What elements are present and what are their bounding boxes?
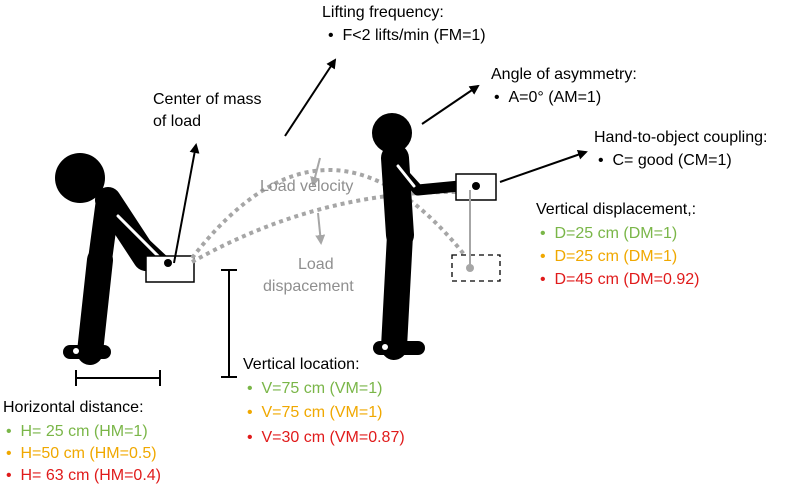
vertical-location-item: • V=30 cm (VM=0.87) [247,429,405,446]
bullet-icon: • [540,271,546,288]
bullet-icon: • [6,445,12,462]
coupling-arrow [499,149,588,183]
bullet-icon: • [6,467,12,484]
vertical-location-title: Vertical location: [243,356,360,373]
right-person-figure [372,113,476,360]
bullet-icon: • [540,248,546,265]
origin-load-box [451,254,501,282]
left-load-box [145,255,195,283]
horizontal-distance-bar [75,370,161,386]
lifting-frequency-arrow [284,58,337,137]
left-person-leg [77,247,113,365]
load-displacement-line2: dispacement [263,278,354,295]
horizontal-distance-item: • H= 25 cm (HM=1) [6,423,148,440]
right-person-head [372,113,412,153]
asymmetry-value: • A=0° (AM=1) [494,88,601,108]
left-person-figure [55,153,171,365]
left-person-head [55,153,105,203]
velocity-arrow [310,157,321,187]
load-arc-path [190,168,472,264]
lifting-frequency-value: • F<2 lifts/min (FM=1) [328,26,486,46]
horizontal-distance-title: Horizontal distance: [3,399,144,416]
vertical-displacement-item: • D=45 cm (DM=0.92) [540,271,700,288]
center-of-mass-line2: of load [153,113,202,130]
center-of-mass-line1: Center of mass [153,91,262,108]
horizontal-distance-item: • H=50 cm (HM=0.5) [6,445,157,462]
right-person-leg [381,222,413,360]
vertical-location-bar [221,269,237,378]
asymmetry-arrow [421,84,480,125]
load-displacement-line1: Load [298,256,334,273]
bullet-icon: • [328,27,334,44]
displacement-arrow [315,212,326,245]
vertical-displacement-item: • D=25 cm (DM=1) [540,225,678,242]
asymmetry-title: Angle of asymmetry: [491,66,637,83]
vertical-displacement-title: Vertical displacement,: [536,201,697,218]
bullet-icon: • [6,423,12,440]
bullet-icon: • [494,89,500,106]
coupling-title: Hand-to-object coupling: [594,129,768,146]
lifting-frequency-title: Lifting frequency: [322,4,444,21]
horizontal-distance-item: • H= 63 cm (HM=0.4) [6,467,161,484]
bullet-icon: • [247,404,253,421]
bullet-icon: • [540,225,546,242]
load-velocity-label: Load velocity [260,178,354,195]
coupling-text: C= good (CM=1) [612,152,732,169]
bullet-icon: • [247,380,253,397]
load-displacement-path [191,189,461,264]
vertical-displacement-item: • D=25 cm (DM=1) [540,248,678,265]
coupling-value: • C= good (CM=1) [598,151,732,171]
center-of-mass-arrow [173,143,200,264]
lifting-frequency-text: F<2 lifts/min (FM=1) [342,27,486,44]
bullet-icon: • [247,429,253,446]
vertical-location-item: • V=75 cm (VM=1) [247,404,383,421]
vertical-location-item: • V=75 cm (VM=1) [247,380,383,397]
asymmetry-text: A=0° (AM=1) [508,89,602,106]
bullet-icon: • [598,152,604,169]
